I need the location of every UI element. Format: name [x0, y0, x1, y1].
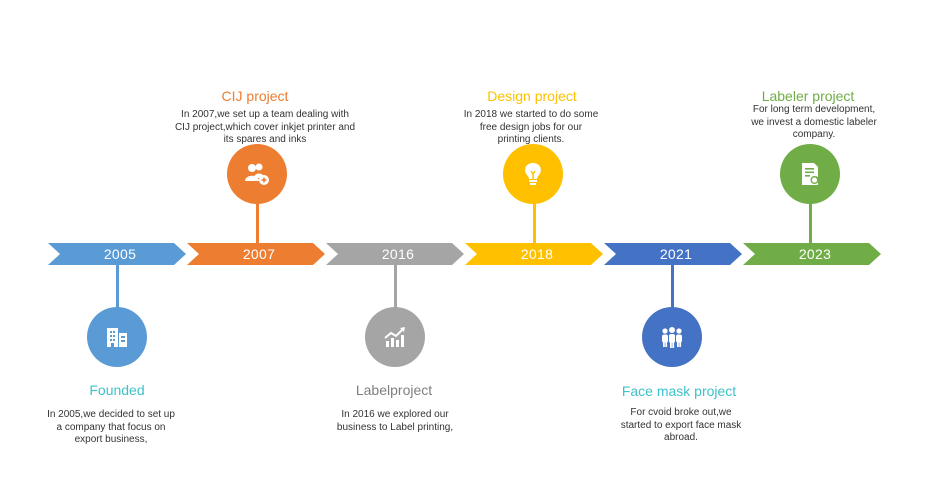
milestone-circle-2018: [503, 144, 563, 204]
desc-line: a company that focus on: [56, 421, 166, 433]
milestone-circle-2005: [87, 307, 147, 367]
desc-line: For cvoid broke out,we: [630, 407, 732, 418]
milestone-title-2021: Face mask project: [621, 383, 737, 399]
desc-line: In 2018 we started to do some: [463, 109, 599, 120]
desc-line: In 2016 we explored our: [341, 409, 449, 420]
year-arrow-2016: 2016: [326, 243, 464, 265]
milestone-desc-2023: For long term development, we invest a d…: [704, 104, 924, 142]
desc-line: In 2007,we set up a team dealing with: [181, 109, 349, 120]
milestone-desc-2007: In 2007,we set up a team dealing with CI…: [155, 109, 375, 147]
year-label: 2018: [520, 246, 554, 262]
building-icon: [107, 328, 127, 347]
year-arrow-2007: 2007: [187, 243, 325, 265]
desc-line: For long term development,: [752, 104, 876, 115]
desc-line: started to export face mask: [620, 419, 742, 431]
desc-line: In 2005,we decided to set up: [47, 409, 175, 420]
year-label: 2021: [659, 246, 693, 262]
year-arrow-2018: 2018: [465, 243, 603, 265]
milestone-desc-2018: In 2018 we started to do some free desig…: [421, 109, 641, 147]
lightbulb-icon: [525, 163, 541, 185]
team-icon: [245, 163, 269, 185]
desc-line: CIJ project,which cover inkjet printer a…: [174, 121, 356, 133]
milestone-title-2023: Labeler project: [761, 88, 855, 104]
desc-line: company.: [792, 129, 836, 140]
connector-2023: [809, 200, 812, 243]
document-icon: [802, 163, 819, 185]
year-arrow-2023: 2023: [743, 243, 881, 265]
desc-line: abroad.: [664, 432, 698, 443]
year-arrow-2021: 2021: [604, 243, 742, 265]
growth-chart-icon: [384, 327, 405, 347]
desc-line: its spares and inks: [223, 134, 307, 145]
milestone-title-2018: Design project: [487, 88, 577, 104]
people-icon: [662, 327, 682, 348]
milestone-circle-2023: [780, 144, 840, 204]
connector-2021: [671, 265, 674, 309]
year-arrow-2005: 2005: [48, 243, 186, 265]
connector-2016: [394, 265, 397, 309]
desc-line: free design jobs for our: [479, 121, 583, 133]
year-label: 2005: [103, 246, 137, 262]
connector-2007: [256, 200, 259, 243]
milestone-title-2007: CIJ project: [221, 88, 289, 104]
milestone-title-2016: Labelproject: [355, 382, 433, 398]
desc-line: export business,: [74, 434, 148, 445]
milestone-desc-2021: For cvoid broke out,we started to export…: [571, 407, 791, 445]
milestone-circle-2021: [642, 307, 702, 367]
connector-2018: [533, 200, 536, 243]
desc-line: business to Label printing,: [336, 421, 454, 433]
milestone-title-2005: Founded: [89, 382, 145, 398]
desc-line: printing clients.: [497, 134, 565, 145]
desc-line: we invest a domestic labeler: [751, 116, 877, 128]
milestone-desc-2016: In 2016 we explored our business to Labe…: [285, 409, 505, 434]
milestone-circle-2007: [227, 144, 287, 204]
milestone-desc-2005: In 2005,we decided to set up a company t…: [1, 409, 221, 447]
connector-2005: [116, 265, 119, 309]
milestone-circle-2016: [365, 307, 425, 367]
year-label: 2007: [242, 246, 276, 262]
year-label: 2016: [381, 246, 415, 262]
year-label: 2023: [798, 246, 832, 262]
